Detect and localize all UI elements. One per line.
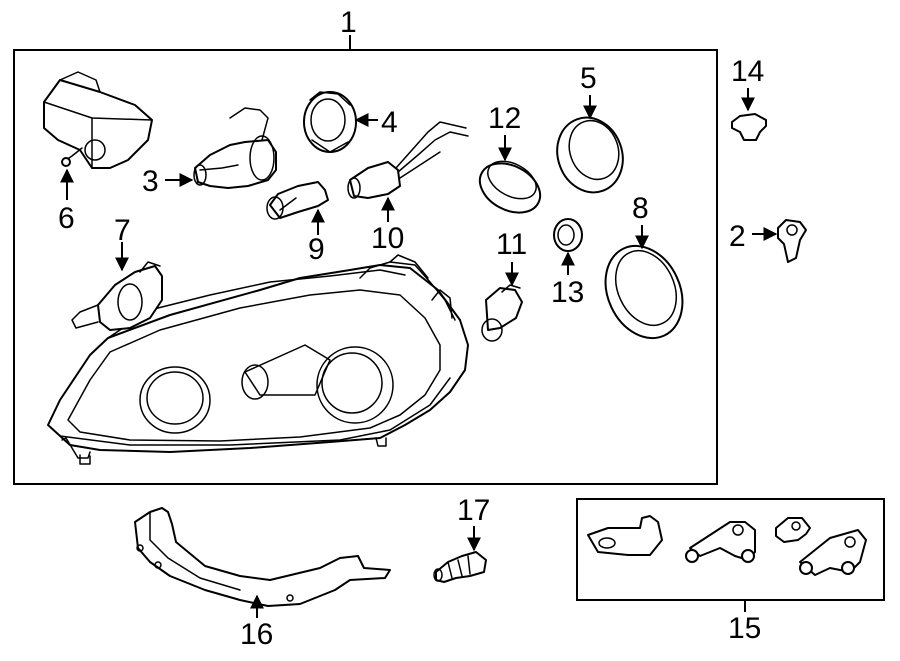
bracket-icon[interactable]: [685, 521, 756, 563]
headlamp-assembly-frame: [13, 49, 718, 485]
socket-icon[interactable]: [303, 91, 357, 153]
callout-13[interactable]: 13: [551, 276, 584, 309]
callout-10[interactable]: 10: [371, 222, 404, 255]
bulb-icon[interactable]: [481, 284, 523, 342]
seal-ring-icon[interactable]: [547, 108, 633, 201]
seal-ring-icon[interactable]: [591, 233, 697, 350]
bulb-icon[interactable]: [71, 261, 163, 331]
leveling-motor-icon[interactable]: [43, 71, 153, 169]
callout-16[interactable]: 16: [240, 618, 273, 651]
callout-12[interactable]: 12: [488, 102, 521, 135]
callout-2[interactable]: 2: [729, 220, 746, 253]
bracket-icon[interactable]: [134, 507, 391, 607]
bolt-icon[interactable]: [433, 551, 487, 583]
callout-15[interactable]: 15: [728, 612, 761, 645]
socket-icon[interactable]: [347, 121, 469, 199]
callout-5[interactable]: 5: [580, 62, 597, 95]
callout-9[interactable]: 9: [308, 233, 325, 266]
callout-3[interactable]: 3: [142, 165, 159, 198]
bulb-icon[interactable]: [193, 107, 277, 189]
callout-1[interactable]: 1: [340, 6, 357, 39]
callout-6[interactable]: 6: [58, 202, 75, 235]
headlamp-assembly-icon[interactable]: [47, 254, 469, 465]
bracket-icon[interactable]: [799, 529, 867, 576]
bulb-icon[interactable]: [266, 181, 329, 220]
callout-17[interactable]: 17: [457, 494, 490, 527]
bracket-kit-frame: [576, 498, 885, 601]
callout-7[interactable]: 7: [114, 214, 131, 247]
callout-8[interactable]: 8: [632, 192, 649, 225]
seal-ring-icon[interactable]: [471, 154, 548, 223]
seal-ring-icon[interactable]: [553, 218, 583, 252]
callout-14[interactable]: 14: [731, 55, 764, 88]
bracket-icon[interactable]: [587, 515, 663, 556]
callout-11[interactable]: 11: [496, 228, 527, 261]
callout-4[interactable]: 4: [381, 106, 398, 139]
bolt-icon[interactable]: [775, 517, 811, 543]
bolt-icon[interactable]: [777, 219, 807, 263]
clip-icon[interactable]: [731, 113, 767, 141]
